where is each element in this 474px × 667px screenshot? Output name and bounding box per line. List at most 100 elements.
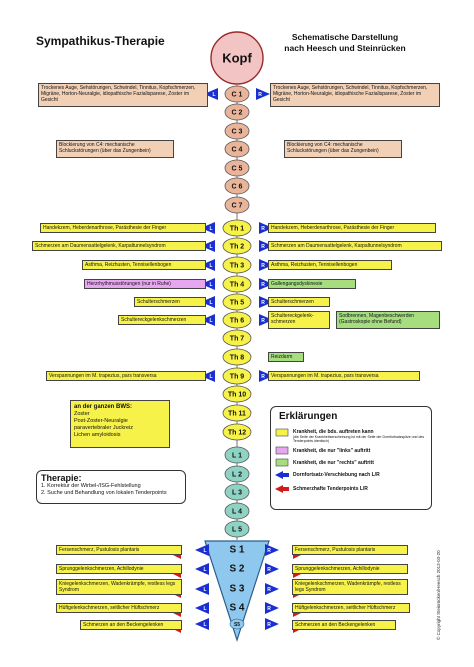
vertebra-label-s2: S 2 [229,564,244,575]
vertebra-label-th6: Th 6 [230,317,244,324]
vertebra-label-th2: Th 2 [230,243,244,250]
vertebra-label-s5: S5 [234,622,240,628]
vertebra-l5 [224,520,250,538]
vertebra-th11 [222,404,252,422]
legend-arrow-red-icon [275,485,289,493]
left-box-s5: Schmerzen an den Beckengelenken [80,620,182,630]
right-box-s4: Hüftgelenkschmerzen, seitlicher Hüftschm… [292,603,410,613]
vertebra-c7 [224,196,250,214]
right-box-s5: Schmerzen an den Beckengelenken [292,620,396,630]
arrow-left-th5-icon [201,296,215,308]
therapie-item: 2. Suche und Behandlung von lokalen Tend… [41,490,167,496]
vertebra-label-th4: Th 4 [230,281,244,288]
left-box-th2: Schmerzen am Daumensattelgelenk, Karpalt… [32,241,206,251]
arrow-right-label-th6: R [261,318,265,324]
legend-box: Erklärungen Krankheit, die bds. auftrete… [270,406,432,510]
sacrum-shape [204,540,270,642]
vertebra-label-l2: L 2 [232,471,242,478]
arrow-right-label-th1: R [261,226,265,232]
vertebra-c4 [224,140,250,158]
left-box-s4: Hüftgelenkschmerzen, seitlicher Hüftschm… [56,603,182,613]
vertebra-l4 [224,502,250,520]
vertebra-th4 [222,275,252,293]
left-box-th4: Herzrhythmusstörungen (nur in Ruhe) [84,279,206,289]
arrow-right-label-th2: R [261,244,265,250]
arrow-left-label-s3: L [203,587,206,593]
vertebra-th1 [222,219,252,237]
left-box-th5: Schulterschmerzen [134,297,206,307]
vertebra-th3 [222,256,252,274]
vertebra-c2 [224,103,250,121]
vertebra-label-c4: C 4 [232,146,243,153]
bws-item: paravertebraler Juckreiz [74,425,133,431]
arrow-left-label-s5: L [203,622,206,628]
vertebra-label-th11: Th 11 [228,410,246,417]
vertebra-th6 [222,311,252,329]
subtitle: Schematische Darstellung nach Heesch und… [270,32,420,54]
arrow-right-label-th4: R [261,282,265,288]
arrow-left-th1-icon [201,222,215,234]
arrow-right-th2-icon [259,240,273,252]
vertebra-th9 [222,367,252,385]
arrow-left-s5-icon [195,618,209,630]
arrow-left-label-s2: L [203,567,206,573]
arrow-left-label-th3: L [209,263,212,269]
arrow-left-s4-icon [195,602,209,614]
vertebra-c5 [224,159,250,177]
vertebra-label-c3: C 3 [232,128,243,135]
arrow-left-th4-icon [201,278,215,290]
bws-item: Lichen amyloidosis [74,432,121,438]
therapie-item: 1. Korrektur der Wirbel-/ISG-Fehlstellun… [41,483,141,489]
left-box-s3: Kniegelenkschmerzen, Wadenkrämpfe, restl… [56,579,182,595]
legend-item-tenderpoints: Schmerzhafte Tenderpoints L/R [293,486,368,492]
arrow-left-label-th5: L [209,300,212,306]
arrow-right-label-th9: R [261,374,265,380]
right-box-s1: Fersenschmerz, Pustulosis plantaris [292,545,408,555]
arrow-right-th3-icon [259,259,273,271]
legend-swatch-both [275,428,289,437]
arrow-left-label-c1: L [212,92,215,98]
arrow-left-c1-icon [204,88,218,100]
arrow-right-label-th5: R [261,300,265,306]
right-box-th6-extra: Sodbrennen, Magenbeschwerden (Gastroskop… [336,311,440,329]
arrow-left-label-th2: L [209,244,212,250]
legend-item-right: Krankheit, die nur "rechts" auftritt [293,460,374,466]
right-box-th1: Handekzem, Heberdenarthrose, Parästhesie… [268,223,436,233]
vertebra-label-s1: S 1 [229,545,244,556]
left-box-s2: Sprunggelenkschmerzen, Achillodynie [56,564,182,574]
left-box-c4: Blockierung von C4: mechanische Schlucks… [56,140,174,158]
vertebra-label-c1: C 1 [232,91,243,98]
copyright-note: © Copyright Steinrücken/Heesch 2013-03-2… [436,550,441,640]
vertebra-label-l4: L 4 [232,508,242,515]
arrow-left-th3-icon [201,259,215,271]
right-box-th8: Reizdarm [268,352,304,362]
legend-title: Erklärungen [279,411,338,422]
vertebra-label-c7: C 7 [232,202,243,209]
bws-item: Zoster [74,411,90,417]
vertebra-label-th5: Th 5 [230,299,244,306]
legend-arrow-blue-icon [275,471,289,479]
vertebra-label-th7: Th 7 [230,335,244,342]
vertebra-label-th3: Th 3 [230,262,244,269]
vertebra-th5 [222,293,252,311]
right-box-th9: Verspannungen im M. trapezius, pars tran… [268,371,420,381]
left-box-th1: Handekzem, Heberdenarthrose, Parästhesie… [40,223,206,233]
vertebra-label-s4: S 4 [229,603,244,614]
head-label: Kopf [222,50,252,65]
bws-title: an der ganzen BWS: [74,404,133,410]
arrow-right-s5-icon [265,618,279,630]
right-box-th2: Schmerzen am Daumensattelgelenk, Karpalt… [268,241,442,251]
arrow-left-th9-icon [201,370,215,382]
arrow-right-th1-icon [259,222,273,234]
right-box-th4: Gallengangsdyskinesie [268,279,356,289]
therapie-box: Therapie: 1. Korrektur der Wirbel-/ISG-F… [36,470,186,504]
arrow-right-th9-icon [259,370,273,382]
vertebra-label-l1: L 1 [232,452,242,459]
legend-swatch-left [275,446,289,455]
arrow-left-s1-icon [195,544,209,556]
legend-swatches [275,428,289,493]
legend-item-dornfortsatz: Dornfortsatz-Verschiebung nach L/R [293,472,380,478]
arrow-left-label-s1: L [203,548,206,554]
vertebra-label-th1: Th 1 [230,225,244,232]
arrow-right-c1-icon [256,88,270,100]
